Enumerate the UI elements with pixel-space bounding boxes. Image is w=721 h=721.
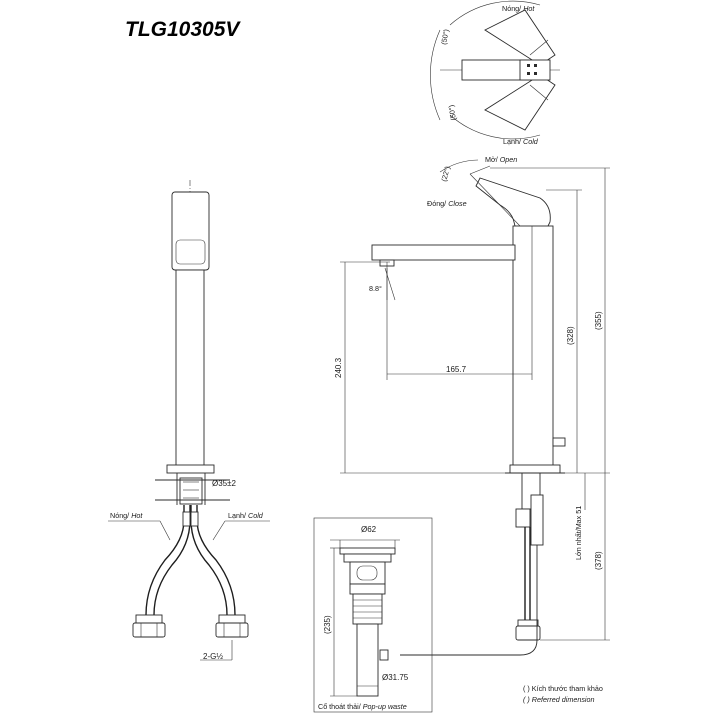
side-view-faucet [340,159,610,656]
side-spout-height: 240.3 [334,357,343,378]
waste-caption: Cổ thoát thải/Pop-up waste [318,702,407,711]
side-max51-label: Lớn nhất/Max 51 [574,506,583,560]
side-close-label: Đóng/Close [427,199,467,208]
note-english: ( ) Referred dimension [523,695,595,704]
front-hot-label: Nóng/Hot [110,511,143,520]
side-open-angle: (22°) [439,165,452,182]
waste-top-diameter: Ø62 [361,525,377,534]
top-cold-angle: (50°) [446,104,458,121]
side-spout-reach: 165.7 [446,365,467,374]
top-view-handle [430,0,560,140]
side-spout-angle: 8.8° [369,284,382,293]
model-title: TLG10305V [125,18,241,41]
front-view-faucet [108,180,270,661]
side-open-label: Mở/Open [485,155,517,164]
waste-bottom-diameter: Ø31.75 [382,673,409,682]
top-cold-label: Lạnh/Cold [503,137,539,146]
side-dim-328: (328) [566,326,575,345]
front-cold-label: Lạnh/Cold [228,511,264,520]
side-dim-378: (378) [594,551,603,570]
front-thread-label: 2-G½ [203,652,223,661]
side-dim-355: (355) [594,311,603,330]
popup-waste-detail [313,517,433,713]
front-hole-dim: Ø35±2 [212,479,237,488]
waste-height: (235) [323,615,332,634]
top-hot-angle: (50°) [439,28,451,45]
top-hot-label: Nóng/Hot [502,4,535,13]
note-vietnamese: ( ) Kích thước tham khảo [523,684,603,693]
